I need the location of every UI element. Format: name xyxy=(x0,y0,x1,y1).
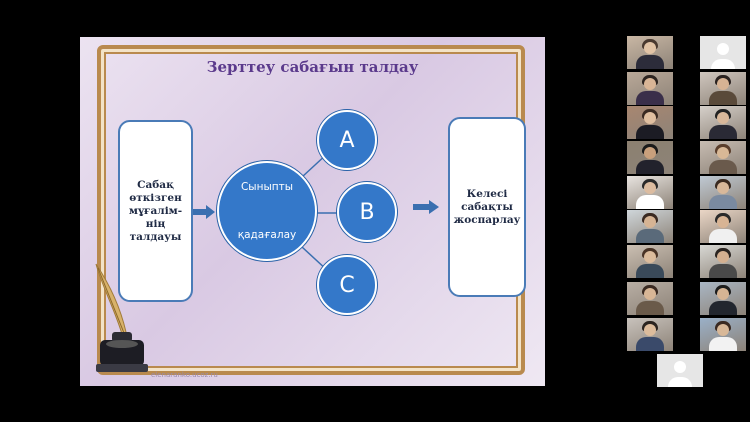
person-face xyxy=(717,182,729,194)
person-body xyxy=(709,91,737,105)
participant-video-tile[interactable] xyxy=(627,141,673,174)
participant-video-tile[interactable] xyxy=(700,318,746,351)
person-body xyxy=(636,229,664,243)
person-body xyxy=(636,301,664,315)
person-face xyxy=(717,147,729,159)
avatar-placeholder-icon xyxy=(717,43,729,55)
participant-video-tile[interactable] xyxy=(627,72,673,105)
person-face xyxy=(644,182,656,194)
person-body xyxy=(709,301,737,315)
quill-inkwell-icon xyxy=(95,263,148,372)
participant-video-tile[interactable] xyxy=(627,210,673,243)
avatar-placeholder-body xyxy=(711,59,735,69)
analysis-box-left: Сабақ өткізген мұғалім- нің талдауы xyxy=(118,120,193,302)
participant-avatar-tile[interactable] xyxy=(700,36,746,69)
participant-video-tile[interactable] xyxy=(700,210,746,243)
person-face xyxy=(644,78,656,90)
participant-video-tile[interactable] xyxy=(700,176,746,209)
participant-video-tile[interactable] xyxy=(700,72,746,105)
participant-video-tile[interactable] xyxy=(627,36,673,69)
participant-video-tile[interactable] xyxy=(627,106,673,139)
planning-box-right: Келесі сабақты жоспарлау xyxy=(448,117,526,297)
person-body xyxy=(709,195,737,209)
right-arrow-icon xyxy=(413,200,439,214)
person-body xyxy=(709,229,737,243)
shared-slide: Зерттеу сабағын талдау Сабақ өткізген мұ… xyxy=(80,37,545,386)
person-body xyxy=(636,55,664,69)
avatar-placeholder-icon xyxy=(674,361,686,373)
observation-circle: Сыныпты қадағалау xyxy=(217,161,317,261)
person-face xyxy=(644,112,656,124)
person-face xyxy=(644,288,656,300)
circle-c: C xyxy=(317,255,377,315)
right-arrow-icon xyxy=(193,205,215,219)
person-face xyxy=(644,324,656,336)
person-body xyxy=(636,264,664,278)
person-body xyxy=(709,125,737,139)
person-body xyxy=(636,125,664,139)
avatar-placeholder-body xyxy=(668,377,692,387)
person-body xyxy=(636,160,664,174)
person-face xyxy=(717,288,729,300)
participant-video-tile[interactable] xyxy=(700,106,746,139)
person-face xyxy=(717,78,729,90)
person-face xyxy=(717,251,729,263)
participant-avatar-tile[interactable] xyxy=(657,354,703,387)
circle-b: B xyxy=(337,182,397,242)
person-body xyxy=(636,195,664,209)
person-body xyxy=(709,337,737,351)
person-face xyxy=(717,216,729,228)
person-body xyxy=(636,91,664,105)
person-face xyxy=(644,42,656,54)
participant-video-tile[interactable] xyxy=(627,282,673,315)
participant-video-tile[interactable] xyxy=(700,245,746,278)
person-face xyxy=(644,147,656,159)
person-face xyxy=(717,112,729,124)
participant-video-tile[interactable] xyxy=(627,245,673,278)
person-body xyxy=(709,264,737,278)
participant-video-tile[interactable] xyxy=(700,282,746,315)
person-face xyxy=(717,324,729,336)
person-body xyxy=(709,160,737,174)
participant-video-tile[interactable] xyxy=(627,318,673,351)
slide-watermark: elenaranko.ucoz.ru xyxy=(151,371,218,379)
person-face xyxy=(644,216,656,228)
circle-a: A xyxy=(317,110,377,170)
participant-video-tile[interactable] xyxy=(627,176,673,209)
person-face xyxy=(644,251,656,263)
participant-video-tile[interactable] xyxy=(700,141,746,174)
person-body xyxy=(636,337,664,351)
slide-title: Зерттеу сабағын талдау xyxy=(206,58,419,76)
